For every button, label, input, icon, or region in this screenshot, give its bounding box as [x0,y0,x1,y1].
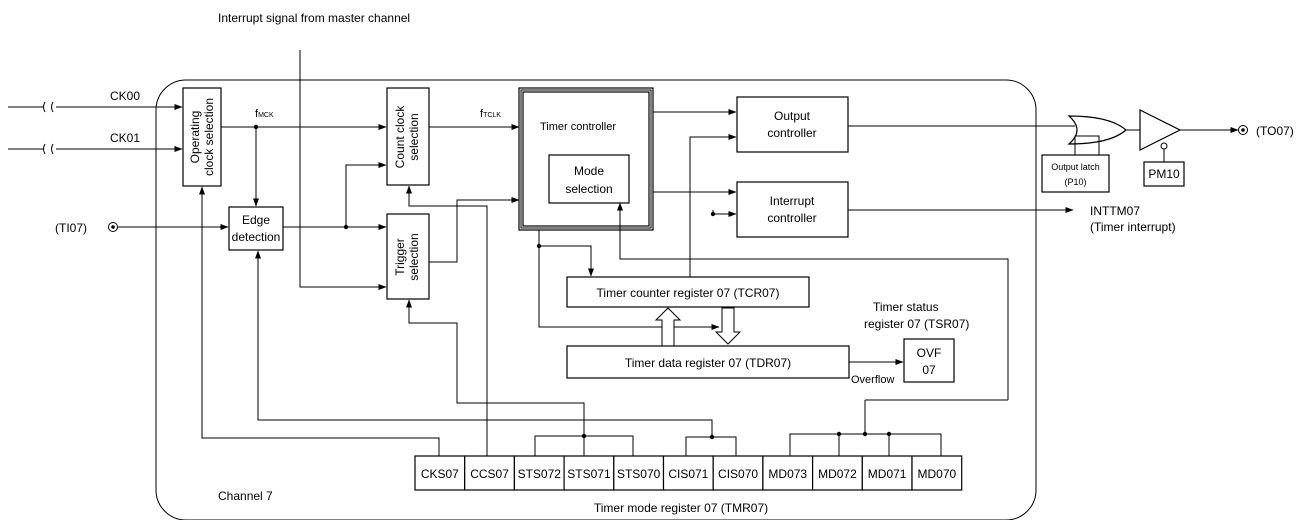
overflow-label: Overflow [851,374,894,386]
tmr-bit-label: MD071 [868,467,907,481]
svg-text:Operating: Operating [188,111,202,164]
tmr-bit-md072: MD072 [811,455,863,491]
ti07-terminal-icon [108,222,118,232]
mode-selection-block: Mode selection [548,154,630,204]
tmr-bit-label: STS072 [518,467,562,481]
tmr-bit-label: STS070 [617,467,661,481]
tmr-bit-label: MD073 [768,467,807,481]
trigger-selection-block: Trigger selection [386,213,430,300]
timer-status-label-1: Timer status [873,300,939,314]
svg-text:selection: selection [407,113,421,160]
svg-text:OVF: OVF [917,346,942,360]
ck01-input: CK01 [8,131,183,155]
timer-status-label-2: register 07 (TSR07) [864,317,969,331]
svg-text:Mode: Mode [574,164,604,178]
tmr-bit-sts072: STS072 [513,455,565,491]
svg-text:Output latch: Output latch [1051,162,1100,172]
svg-text:Trigger: Trigger [393,238,407,276]
svg-text:controller: controller [767,211,816,225]
output-controller-block: Output controller [736,96,849,153]
tmr-bit-ccs07: CCS07 [464,455,516,491]
tmr-bit-sts071: STS071 [563,455,615,491]
ck00-label: CK00 [110,89,140,103]
ck01-label: CK01 [110,131,140,145]
timer-mode-register: CKS07 CCS07 STS072 STS071 STS070 CIS071 CIS070… [414,455,963,491]
channel-label: Channel 7 [218,489,273,503]
ti07-label: (TI07) [55,221,87,235]
tmr-bit-label: CKS07 [421,467,459,481]
svg-text:PM10: PM10 [1148,167,1180,181]
to07-label: (TO07) [1256,124,1294,138]
tmr-bit-label: STS071 [567,467,611,481]
svg-text:controller: controller [767,126,816,140]
tmr-label: Timer mode register 07 (TMR07) [594,501,768,515]
tmr-bit-cis071: CIS071 [662,455,714,491]
svg-text:Count clock: Count clock [393,105,407,169]
svg-text:selection: selection [407,233,421,280]
svg-text:Timer data register 07 (TDR07): Timer data register 07 (TDR07) [625,356,791,370]
tmr-bit-md070: MD070 [911,455,963,491]
tmr-bit-sts070: STS070 [613,455,665,491]
svg-text:clock selection: clock selection [202,98,216,176]
tmr-bit-label: CIS070 [718,467,758,481]
timer-counter-register-block: Timer counter register 07 (TCR07) [566,276,810,308]
ftclk-label: fTCLK [480,108,501,120]
svg-text:detection: detection [232,230,281,244]
pm10-block: PM10 [1143,161,1185,187]
output-latch-block: Output latch (P10) [1041,154,1110,193]
svg-text:selection: selection [565,182,612,196]
svg-text:Edge: Edge [242,213,270,227]
tmr-bit-label: CIS071 [668,467,708,481]
edge-detection-block: Edge detection [228,206,284,251]
inttm07-label: INTTM07 [1090,204,1140,218]
tmr-bit-cks07: CKS07 [414,455,466,491]
fmck-label: fMCK [255,108,274,120]
svg-text:Timer controller: Timer controller [540,121,616,133]
svg-text:07: 07 [922,363,936,377]
output-buffer-icon [1139,109,1182,151]
tmr-bit-label: MD072 [818,467,857,481]
channel-7-boundary [155,79,1037,520]
svg-text:(P10): (P10) [1064,177,1086,187]
operating-clock-selection-block: Operating clock selection [182,87,222,187]
to07-terminal-icon [1238,125,1248,135]
tdr-to-tcr-arrow [654,307,682,347]
or-gate-icon [1067,115,1127,145]
tmr-bit-md073: MD073 [762,455,814,491]
tcr-to-tdr-arrow [714,307,742,345]
tmr-bit-cis070: CIS070 [712,455,764,491]
timer-data-register-block: Timer data register 07 (TDR07) [566,345,850,379]
svg-text:Interrupt: Interrupt [770,194,815,208]
ovf07-block: OVF 07 [903,338,955,383]
tmr-bit-label: CCS07 [470,467,509,481]
interrupt-signal-label: Interrupt signal from master channel [218,11,410,25]
count-clock-selection-block: Count clock selection [386,87,430,186]
interrupt-controller-block: Interrupt controller [736,181,849,238]
timer-interrupt-label: (Timer interrupt) [1090,220,1176,234]
svg-text:Timer counter register 07 (TCR: Timer counter register 07 (TCR07) [597,286,780,300]
svg-text:Output: Output [774,109,811,123]
ck00-input: CK00 [8,89,183,113]
tmr-bit-label: MD070 [918,467,957,481]
tmr-bit-md071: MD071 [861,455,913,491]
